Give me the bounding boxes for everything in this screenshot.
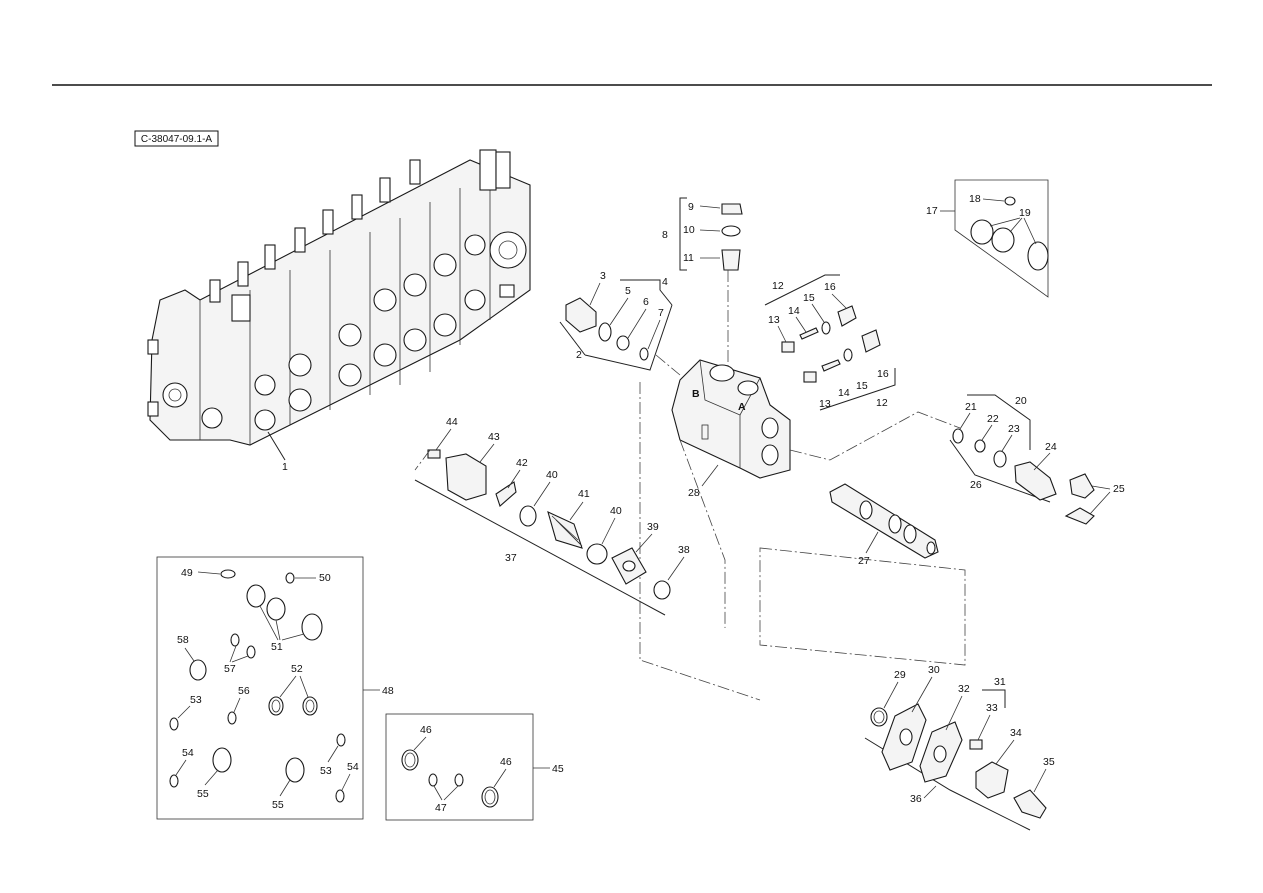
label-43: 43 (488, 431, 500, 443)
label-32: 32 (958, 683, 970, 695)
label-5: 5 (625, 285, 631, 297)
reference-code: C-38047-09.1-A (141, 134, 212, 145)
label-25: 25 (1113, 483, 1125, 495)
seal-kit-48 (156, 556, 380, 820)
label-12-bottom: 12 (876, 397, 888, 409)
label-40-right: 40 (610, 505, 622, 517)
seal-kit-45 (385, 713, 550, 821)
label-46-top: 46 (420, 724, 432, 736)
label-22: 22 (987, 413, 999, 425)
label-27: 27 (858, 555, 870, 567)
label-45: 45 (552, 763, 564, 775)
spring-return-assembly-37 (414, 449, 671, 616)
port-b-mark: B (692, 388, 700, 400)
label-57: 57 (224, 663, 236, 675)
label-16-bottom: 16 (877, 368, 889, 380)
label-7: 7 (658, 307, 664, 319)
seal-kit-17 (940, 179, 1049, 298)
label-26: 26 (970, 479, 982, 491)
label-15-bottom: 15 (856, 380, 868, 392)
label-56: 56 (238, 685, 250, 697)
label-55-left: 55 (197, 788, 209, 800)
label-2: 2 (576, 349, 582, 361)
label-8: 8 (662, 229, 668, 241)
plug-assembly-2 (559, 279, 673, 371)
label-20: 20 (1015, 395, 1027, 407)
label-38: 38 (678, 544, 690, 556)
label-6: 6 (643, 296, 649, 308)
spool-27 (829, 483, 939, 559)
label-30: 30 (928, 664, 940, 676)
label-28: 28 (688, 487, 700, 499)
label-14-bottom: 14 (838, 387, 850, 399)
label-47: 47 (435, 802, 447, 814)
label-44: 44 (446, 416, 458, 428)
label-35: 35 (1043, 756, 1055, 768)
label-53-right: 53 (320, 765, 332, 777)
label-23: 23 (1008, 423, 1020, 435)
label-9: 9 (688, 201, 694, 213)
label-42: 42 (516, 457, 528, 469)
label-15-top: 15 (803, 292, 815, 304)
label-21: 21 (965, 401, 977, 413)
label-53-left: 53 (190, 694, 202, 706)
cover-assembly-36 (864, 689, 1047, 831)
label-40-left: 40 (546, 469, 558, 481)
label-48: 48 (382, 685, 394, 697)
label-11: 11 (683, 252, 694, 264)
label-49: 49 (181, 567, 193, 579)
check-valve-set-12 (764, 274, 896, 411)
label-3: 3 (600, 270, 606, 282)
label-18: 18 (969, 193, 981, 205)
label-54-right: 54 (347, 761, 359, 773)
reference-tag: C-38047-09.1-A (134, 130, 219, 147)
valve-section-body: B A (671, 359, 791, 479)
label-36: 36 (910, 793, 922, 805)
label-37: 37 (505, 552, 517, 564)
label-55-right: 55 (272, 799, 284, 811)
port-relief-assembly-20 (949, 394, 1095, 525)
label-39: 39 (647, 521, 659, 533)
label-33: 33 (986, 702, 998, 714)
relief-cap-assembly-8 (679, 197, 743, 390)
label-31: 31 (994, 676, 1006, 688)
label-29: 29 (894, 669, 906, 681)
label-24: 24 (1045, 441, 1057, 453)
label-54-left: 54 (182, 747, 194, 759)
label-19: 19 (1019, 207, 1031, 219)
label-16-top: 16 (824, 281, 836, 293)
label-1: 1 (282, 461, 288, 473)
label-52: 52 (291, 663, 303, 675)
label-17: 17 (926, 205, 938, 217)
valve-block-assembly (147, 149, 531, 446)
label-4: 4 (662, 276, 668, 288)
label-51: 51 (271, 641, 283, 653)
label-12-top: 12 (772, 280, 784, 292)
port-a-mark: A (738, 401, 746, 413)
label-41: 41 (578, 488, 590, 500)
label-58: 58 (177, 634, 189, 646)
label-10: 10 (683, 224, 695, 236)
label-34: 34 (1010, 727, 1022, 739)
label-50: 50 (319, 572, 331, 584)
label-13-bottom: 13 (819, 398, 831, 410)
label-14-top: 14 (788, 305, 800, 317)
label-13-top: 13 (768, 314, 780, 326)
label-46-bottom: 46 (500, 756, 512, 768)
